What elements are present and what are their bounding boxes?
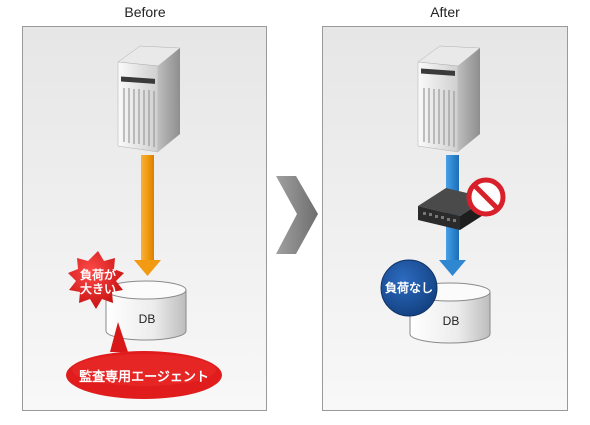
transition-arrow-icon (276, 176, 318, 254)
after-title: After (430, 4, 460, 20)
before-title: Before (124, 4, 166, 20)
orange-arrow (134, 155, 161, 276)
agent-callout-label: 監査専用エージェント (79, 370, 209, 385)
server-icon (117, 45, 181, 153)
database-icon (105, 280, 187, 341)
high-load-badge-text: 負荷が 大きい (70, 268, 126, 297)
high-load-line-1: 負荷が (79, 268, 116, 282)
server-icon (417, 45, 481, 153)
after-db-label: DB (442, 314, 460, 328)
high-load-line-2: 大きい (79, 282, 116, 297)
high-load-badge (68, 251, 124, 309)
prohibited-icon (466, 177, 506, 217)
agent-callout (66, 322, 222, 399)
before-db-label: DB (138, 312, 156, 326)
no-load-badge (380, 259, 438, 317)
no-load-badge-text: 負荷なし (384, 281, 433, 295)
